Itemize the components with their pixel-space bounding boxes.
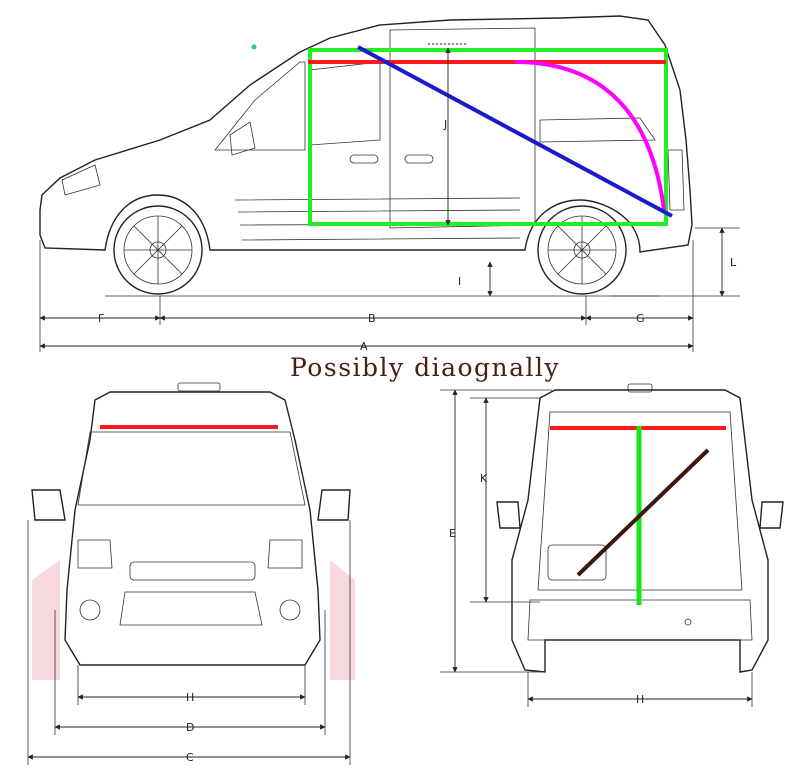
side-taillight xyxy=(667,149,685,211)
dim-H-front-label: H xyxy=(186,691,194,704)
dim-K-label: K xyxy=(480,472,488,485)
dim-L-label: L xyxy=(730,256,737,269)
front-bumper-intake xyxy=(119,591,263,626)
rear-body-outline xyxy=(511,389,769,673)
side-headlight xyxy=(61,164,101,196)
windshield xyxy=(77,431,306,506)
stray-dot xyxy=(251,44,257,50)
rear-cargo-opening xyxy=(537,411,743,591)
front-body-outline xyxy=(64,391,321,666)
side-moulding xyxy=(234,197,521,241)
side-mirror xyxy=(229,121,256,156)
cargo-box-green xyxy=(308,48,668,226)
front-view: H D C xyxy=(27,382,355,765)
diagonal-blue xyxy=(357,45,673,218)
fog-lamp-right xyxy=(279,599,301,621)
side-rear-panel xyxy=(539,117,656,143)
side-window-door xyxy=(309,61,381,146)
dim-E-label: E xyxy=(449,527,456,540)
dim-A-label: A xyxy=(360,340,368,353)
front-grille xyxy=(129,561,256,581)
rear-mirror-left xyxy=(496,501,521,529)
front-mirror-left xyxy=(31,489,66,521)
rear-roof-light xyxy=(627,383,653,393)
side-window-front xyxy=(214,61,306,151)
dim-C-label: C xyxy=(186,751,194,764)
rear-lock xyxy=(684,618,692,626)
door-handle-front xyxy=(349,154,379,164)
rear-wheel xyxy=(537,205,627,295)
front-headlight-left xyxy=(77,539,113,569)
front-wheel xyxy=(113,205,203,295)
front-mirror-right xyxy=(317,489,351,521)
dim-B-label: B xyxy=(368,312,376,325)
rear-bumper xyxy=(527,599,753,641)
front-headlight-right xyxy=(267,539,303,569)
rear-mirror-right xyxy=(759,501,784,529)
rear-diagonal-line xyxy=(576,448,710,577)
dim-J-label: J xyxy=(443,118,447,131)
dim-F-label: F xyxy=(98,312,104,325)
caption-text: Possibly diaognally xyxy=(290,353,560,382)
dim-I-label: I xyxy=(458,275,461,288)
dim-D-label: D xyxy=(186,721,194,734)
rear-view: E K H xyxy=(440,383,784,707)
fog-lamp-left xyxy=(79,599,101,621)
side-body-outline xyxy=(39,15,693,253)
door-handle-slide xyxy=(404,154,434,164)
dim-H-rear-label: H xyxy=(636,693,644,706)
dim-G-label: G xyxy=(636,312,645,325)
side-view: J I L F B G A xyxy=(39,15,740,353)
curve-magenta xyxy=(514,60,666,211)
roof-vent xyxy=(177,382,221,392)
rear-interior-panel xyxy=(547,544,607,581)
